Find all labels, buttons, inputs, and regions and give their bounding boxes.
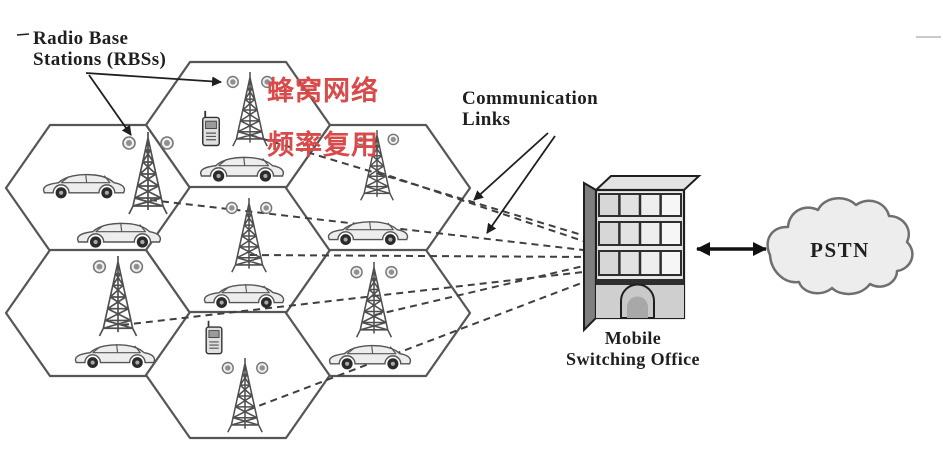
mso-label-line1: Mobile bbox=[604, 328, 662, 348]
building-ledge bbox=[596, 279, 684, 285]
mso-building bbox=[583, 175, 767, 333]
comm-link-6 bbox=[121, 270, 593, 326]
rbs-label: Radio Base Stations (RBSs) bbox=[33, 28, 166, 70]
window-pane bbox=[600, 223, 619, 244]
comm-link-4 bbox=[249, 254, 593, 258]
rbs-pointer-arrow-2 bbox=[88, 74, 132, 136]
comm-link-5 bbox=[374, 263, 593, 316]
building-door bbox=[627, 296, 648, 318]
window-pane bbox=[620, 252, 639, 274]
tick-mark bbox=[16, 33, 30, 36]
window-pane bbox=[661, 252, 680, 274]
comm-link-2 bbox=[377, 171, 593, 245]
window-pane bbox=[661, 223, 680, 244]
window-pane bbox=[641, 223, 660, 244]
rbs-pointer-arrow-1 bbox=[85, 72, 222, 87]
mso-label: Mobile Switching Office bbox=[543, 328, 723, 370]
red-note-frequency-reuse: 频率复用 bbox=[267, 130, 379, 161]
communication-links-label: Communication Links bbox=[462, 88, 598, 130]
hex-cell-right-lower bbox=[284, 248, 472, 378]
rbs-label-line2: Stations (RBSs) bbox=[33, 49, 167, 70]
building-side-face bbox=[583, 181, 597, 333]
window-pane bbox=[620, 195, 639, 215]
mso-label-line2: Switching Office bbox=[566, 349, 700, 369]
rbs-label-line1: Radio Base bbox=[33, 28, 129, 49]
comm-label-line1: Communication bbox=[462, 88, 599, 109]
cloud-shape bbox=[766, 197, 914, 296]
window-pane bbox=[600, 195, 619, 215]
building-roof bbox=[593, 175, 702, 191]
window-pane bbox=[661, 195, 680, 215]
annotations bbox=[16, 33, 941, 234]
window-pane bbox=[600, 252, 619, 274]
comm-label-line2: Links bbox=[462, 109, 511, 130]
window-pane bbox=[620, 223, 639, 244]
window-pane bbox=[641, 252, 660, 274]
comm-pointer-arrow-2 bbox=[486, 135, 556, 234]
comm-pointer-arrow-1 bbox=[473, 132, 549, 201]
pstn-cloud: PSTN bbox=[766, 197, 914, 296]
comm-link-7 bbox=[247, 278, 593, 411]
red-note-cellular-network: 蜂窝网络 bbox=[267, 76, 379, 107]
window-pane bbox=[641, 195, 660, 215]
pstn-label: PSTN bbox=[810, 238, 870, 262]
